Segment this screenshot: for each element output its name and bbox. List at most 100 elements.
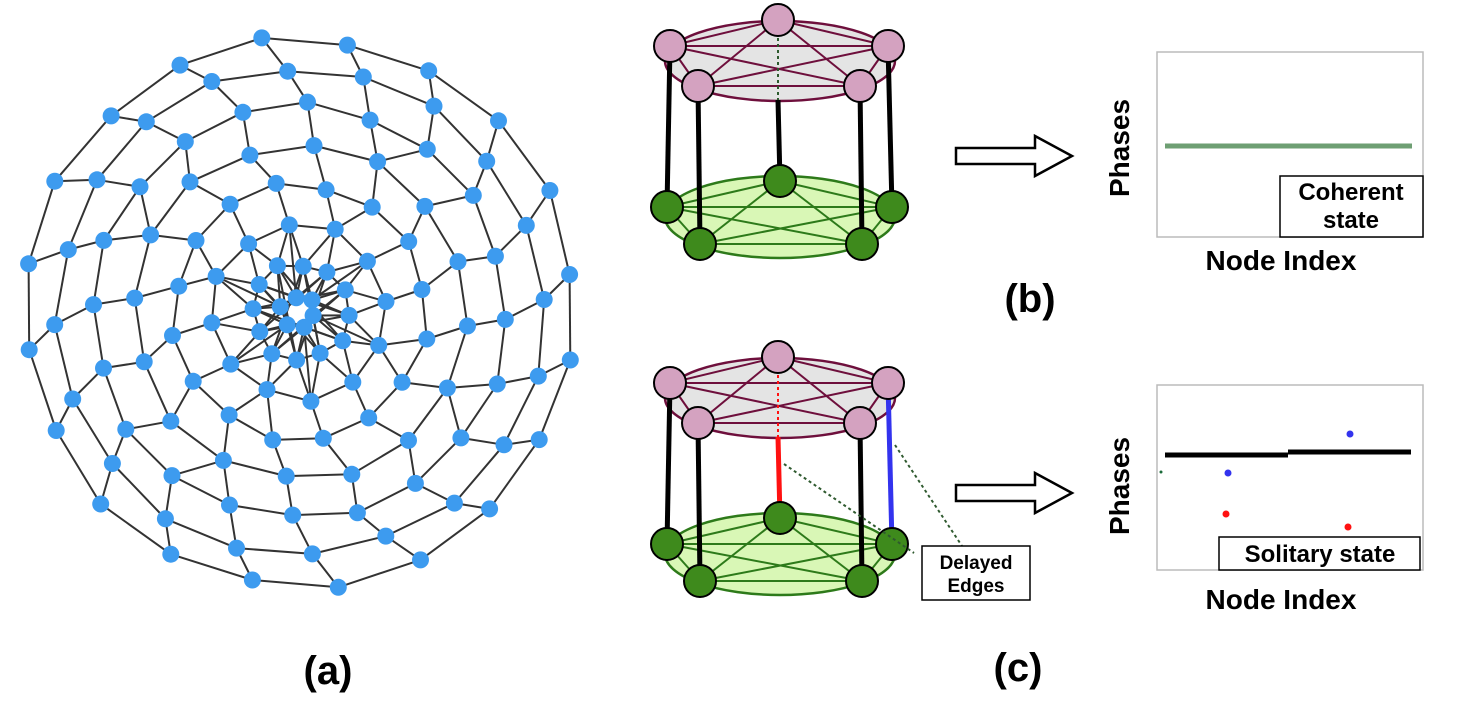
lower-layer-node bbox=[875, 190, 909, 224]
network-edge bbox=[249, 144, 315, 157]
panel-label-b: (b) bbox=[1004, 277, 1055, 321]
panel-label-c: (c) bbox=[994, 646, 1043, 690]
network-edge bbox=[307, 101, 371, 122]
network-edge bbox=[54, 115, 112, 182]
lower-layer-node bbox=[650, 190, 684, 224]
network-edge bbox=[377, 148, 428, 163]
network-edge bbox=[460, 383, 499, 439]
network-node bbox=[425, 97, 443, 115]
network-node bbox=[318, 263, 336, 281]
network-edge bbox=[385, 502, 455, 538]
network-edge bbox=[548, 190, 571, 275]
solitary-phase-point bbox=[1224, 469, 1232, 477]
network-edge bbox=[369, 119, 428, 151]
network-edge bbox=[215, 275, 281, 308]
network-node bbox=[20, 255, 38, 273]
network-node bbox=[103, 455, 121, 472]
upper-layer-edge bbox=[669, 382, 861, 424]
network-node bbox=[445, 494, 463, 512]
network-edge bbox=[171, 474, 230, 506]
upper-layer-edge bbox=[777, 19, 889, 47]
network-edge bbox=[170, 420, 224, 462]
upper-layer-edge bbox=[669, 19, 779, 47]
network-edge bbox=[453, 444, 505, 504]
network-node bbox=[253, 29, 271, 47]
network-edge bbox=[55, 429, 102, 505]
network-node bbox=[267, 174, 285, 192]
upper-layer-edge bbox=[697, 382, 889, 424]
network-edge bbox=[229, 504, 293, 517]
solitary-state-label: Solitary state bbox=[1245, 541, 1396, 568]
upper-layer-node bbox=[761, 3, 795, 37]
delayed-edges-callout: Delayed Edges bbox=[783, 444, 1031, 601]
multiplex-diagram-b bbox=[650, 3, 909, 261]
network-graph bbox=[20, 29, 579, 596]
network-node bbox=[294, 257, 312, 275]
network-node bbox=[535, 291, 553, 308]
network-edge bbox=[286, 473, 352, 478]
network-nodes bbox=[20, 29, 579, 596]
network-node bbox=[303, 291, 321, 309]
network-node bbox=[181, 173, 199, 191]
network-node bbox=[400, 431, 417, 449]
lower-layer-node bbox=[845, 564, 879, 598]
network-node bbox=[234, 103, 252, 121]
network-node bbox=[416, 197, 434, 215]
network-node bbox=[418, 140, 436, 158]
network-node bbox=[340, 306, 358, 324]
network-node bbox=[361, 111, 379, 129]
network-node bbox=[305, 137, 323, 155]
interlayer-edge bbox=[857, 85, 865, 245]
network-node bbox=[258, 381, 276, 399]
network-edge bbox=[53, 324, 74, 400]
network-node bbox=[228, 539, 245, 557]
network-node bbox=[354, 68, 372, 86]
network-node bbox=[529, 367, 547, 385]
network-edge bbox=[27, 263, 31, 350]
network-edge bbox=[503, 375, 540, 446]
network-node bbox=[377, 293, 395, 310]
network-node bbox=[95, 231, 113, 249]
delayed-interlayer-edge bbox=[885, 382, 895, 545]
network-edge bbox=[223, 459, 287, 478]
interlayer-edge bbox=[857, 422, 865, 582]
network-node bbox=[363, 198, 381, 216]
network-node bbox=[250, 276, 268, 293]
network-node bbox=[561, 351, 579, 369]
network-node bbox=[287, 289, 305, 307]
lower-layer-node bbox=[683, 227, 717, 261]
network-node bbox=[314, 429, 332, 447]
lower-layer-node bbox=[650, 527, 684, 561]
network-node bbox=[164, 327, 181, 344]
network-node bbox=[452, 429, 470, 447]
lower-layer-edge bbox=[666, 180, 781, 208]
network-edge bbox=[446, 387, 462, 439]
phase-plot-b: Coherent state Phases Node Index bbox=[1104, 51, 1424, 276]
network-node bbox=[92, 495, 110, 513]
network-node bbox=[137, 113, 155, 131]
network-node bbox=[400, 233, 418, 250]
network-edge bbox=[252, 579, 339, 589]
multiplex-diagram-c bbox=[650, 340, 909, 598]
network-node bbox=[47, 422, 65, 439]
network-node bbox=[59, 241, 77, 259]
network-node bbox=[203, 314, 221, 332]
network-node bbox=[288, 351, 306, 369]
network-edge bbox=[236, 547, 313, 555]
network-edge bbox=[149, 181, 191, 236]
network-edge bbox=[230, 323, 288, 365]
network-node bbox=[412, 551, 429, 569]
network-node bbox=[207, 267, 225, 285]
network-node bbox=[344, 373, 362, 391]
network-edge bbox=[312, 535, 387, 555]
plot-c-xlabel: Node Index bbox=[1206, 584, 1357, 615]
network-node bbox=[413, 281, 431, 298]
callout-leader-blue bbox=[894, 444, 963, 547]
solitary-phase-point bbox=[1344, 523, 1352, 531]
network-node bbox=[495, 436, 513, 454]
network-node bbox=[486, 247, 504, 265]
network-edge bbox=[376, 160, 426, 208]
network-node bbox=[64, 390, 82, 408]
network-edge bbox=[287, 70, 364, 78]
lower-layer-node bbox=[683, 564, 717, 598]
